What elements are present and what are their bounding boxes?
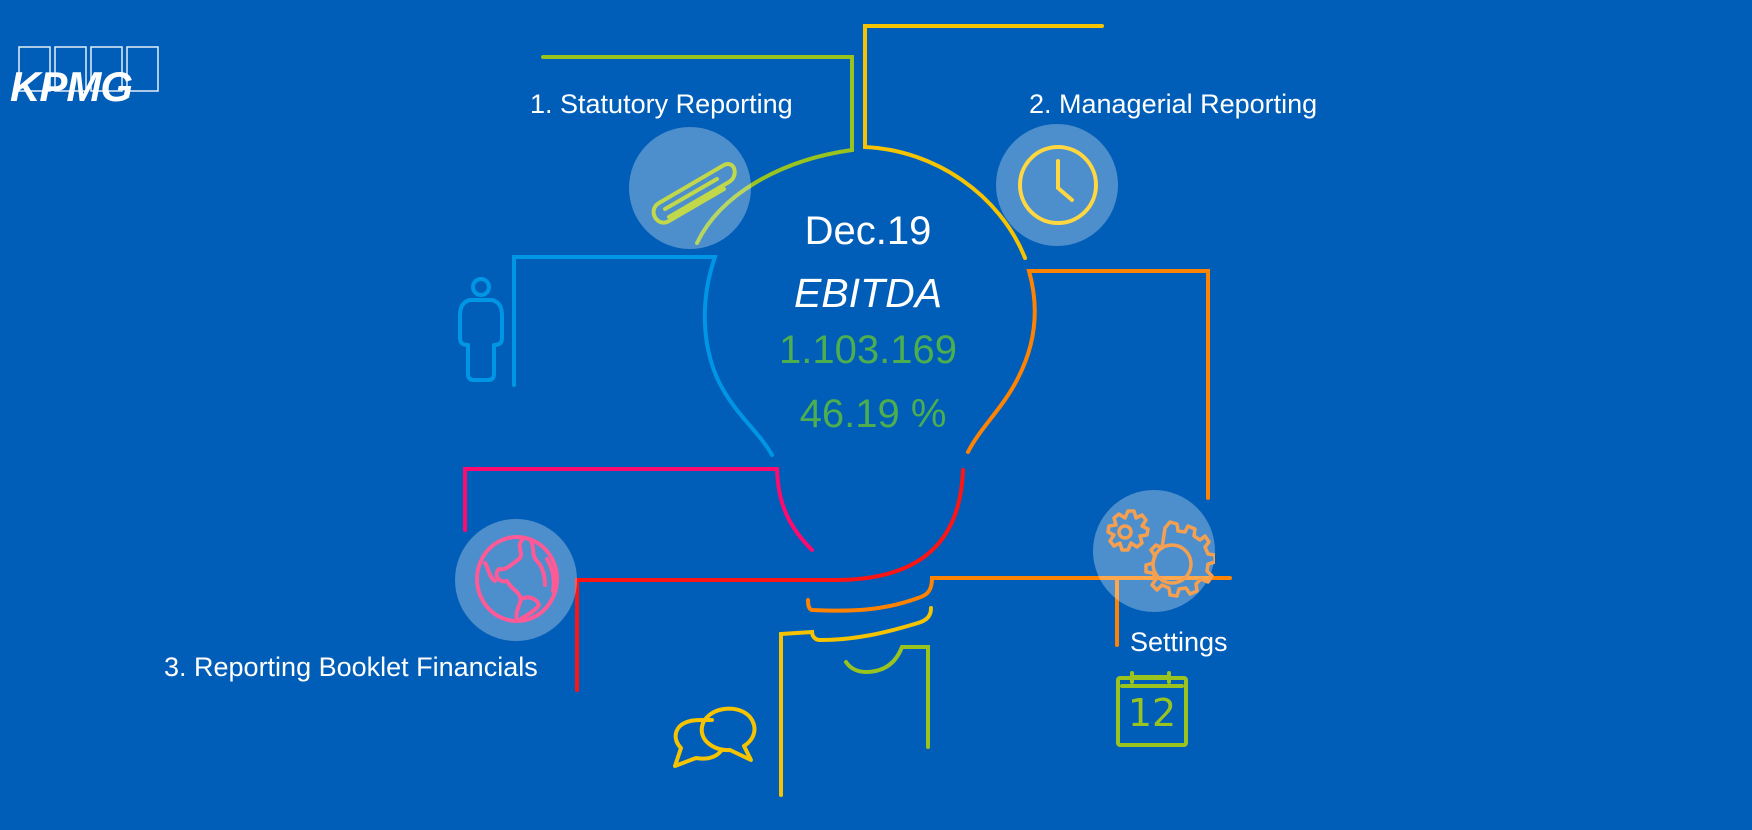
globe-icon [475, 535, 559, 623]
kpmg-logo: KPMG [8, 44, 164, 112]
managerial-reporting-button[interactable] [996, 124, 1118, 246]
kpmg-logo-text: KPMG [10, 63, 133, 110]
metric-label: EBITDA [793, 270, 943, 316]
clock-icon [1018, 145, 1098, 225]
yellow-connector-line [863, 24, 1104, 260]
ebitda-percentage: 46.19 % [799, 392, 947, 436]
orange-settings-connector [1048, 576, 1119, 647]
reporting-booklet-financials-link[interactable]: 3. Reporting Booklet Financials [164, 652, 538, 682]
green-connector-line [541, 55, 854, 245]
gears-icon [1106, 509, 1215, 598]
bulb-cap-yellow [779, 606, 933, 797]
red-connector-line [575, 468, 965, 692]
orange-connector-line [966, 269, 1210, 500]
calendar-icon: 12 [1115, 670, 1189, 748]
paperclip-icon [651, 162, 737, 225]
chat-icon [673, 706, 757, 768]
period-label: Dec.19 [804, 209, 932, 253]
person-icon [458, 277, 504, 382]
bulb-base-green [844, 645, 930, 749]
reporting-booklet-button[interactable] [455, 519, 577, 641]
statutory-reporting-link[interactable]: 1. Statutory Reporting [530, 89, 793, 119]
blue-connector-line [512, 255, 774, 457]
bulb-cap-orange [806, 576, 1232, 613]
settings-button[interactable] [1093, 490, 1215, 612]
calendar-day: 12 [1127, 691, 1177, 735]
managerial-reporting-link[interactable]: 2. Managerial Reporting [1029, 89, 1318, 119]
pink-connector-line [463, 467, 814, 552]
settings-link[interactable]: Settings [1130, 627, 1228, 657]
statutory-reporting-button[interactable] [629, 127, 751, 249]
ebitda-value: 1.103.169 [779, 328, 957, 372]
